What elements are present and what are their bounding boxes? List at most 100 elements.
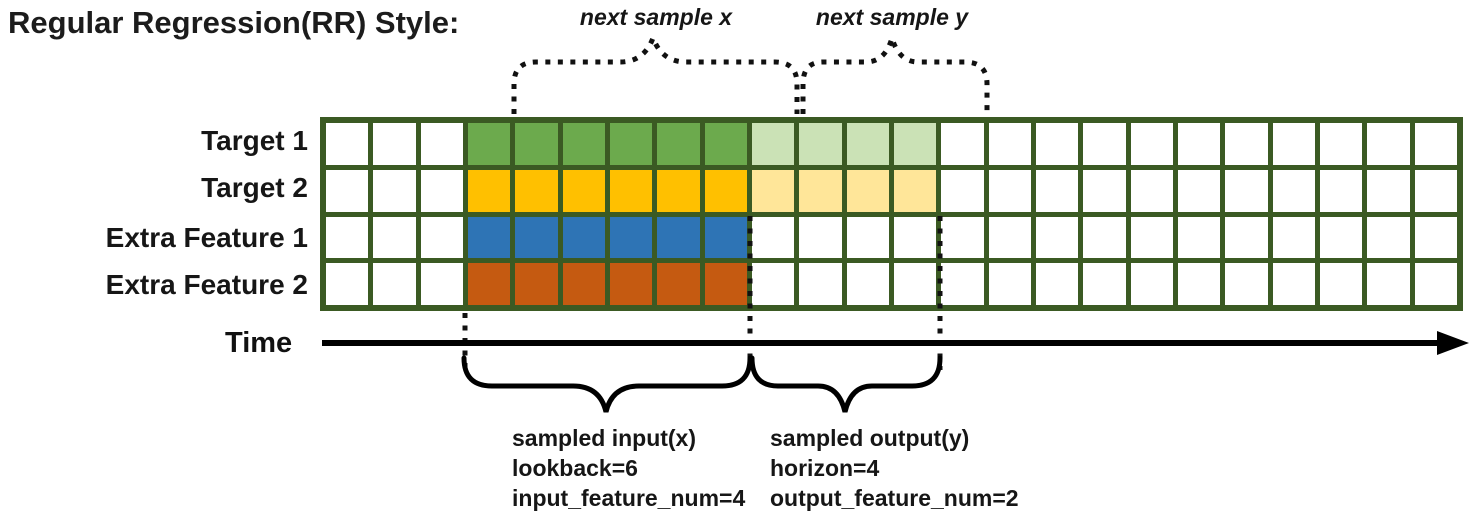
grid-cell [988, 216, 1031, 259]
grid-cell [799, 123, 842, 165]
grid-cell [326, 123, 369, 165]
grid-cell [326, 169, 369, 212]
grid-cell [467, 123, 511, 165]
sampled-input-note: sampled input(x) lookback=6 input_featur… [512, 423, 745, 513]
sampled-output-note: sampled output(y) horizon=4 output_featu… [770, 423, 1019, 513]
grid-cell [609, 263, 653, 305]
grid-cell [846, 123, 889, 165]
row-label-extra-feature-2: Extra Feature 2 [105, 269, 308, 300]
grid-cell [420, 123, 463, 165]
row-label-target-2: Target 2 [201, 172, 308, 203]
grid-cell [846, 216, 889, 259]
next-sample-x-label: next sample x [579, 4, 733, 30]
lookback-note: lookback=6 [512, 455, 638, 481]
next-sample-x-brace [511, 30, 800, 114]
grid-cell [609, 169, 653, 212]
grid-cell [1367, 169, 1410, 212]
grid-cell [751, 169, 795, 212]
grid-cell [1177, 123, 1221, 165]
grid-cell [893, 216, 937, 259]
row-label-extra-feature-1: Extra Feature 1 [105, 222, 308, 253]
grid-cell [1083, 216, 1126, 259]
grid-cell [704, 216, 747, 259]
grid-cell [1319, 216, 1363, 259]
grid-cell [467, 263, 511, 305]
grid-cell [1083, 123, 1126, 165]
row-labels: Target 1 Target 2 Extra Feature 1 Extra … [0, 117, 310, 311]
grid-cell [988, 123, 1031, 165]
grid-cell [941, 123, 984, 165]
grid-cell [1083, 169, 1126, 212]
grid-cell [467, 169, 511, 212]
grid-cell [799, 216, 842, 259]
grid-cell [941, 169, 984, 212]
grid-cell [1035, 263, 1079, 305]
grid-cell [467, 216, 511, 259]
grid-cell [373, 263, 416, 305]
grid-cell [326, 216, 369, 259]
sampled-output-brace [749, 355, 943, 413]
sampled-input-title: sampled input(x) [512, 425, 697, 451]
next-sample-y-brace [800, 29, 990, 114]
grid-cell [1319, 123, 1363, 165]
grid-cell [515, 123, 558, 165]
grid-cell [704, 123, 747, 165]
grid-cell [515, 216, 558, 259]
grid-cell [1414, 263, 1457, 305]
grid-cell [751, 216, 795, 259]
grid-cell [1130, 216, 1173, 259]
grid-cell [420, 169, 463, 212]
grid-cell [846, 169, 889, 212]
sample-grid [320, 117, 1463, 311]
grid-cell [751, 263, 795, 305]
grid-cell [893, 263, 937, 305]
input-feature-num-note: input_feature_num=4 [512, 485, 746, 511]
grid-cell [373, 169, 416, 212]
diagram-title: Regular Regression(RR) Style: [8, 5, 460, 40]
grid-cell [562, 123, 605, 165]
grid-cell [1367, 123, 1410, 165]
grid-cell [1414, 169, 1457, 212]
grid-cell [657, 216, 700, 259]
grid-cell [1035, 216, 1079, 259]
grid-cell [420, 216, 463, 259]
grid-cell [1367, 216, 1410, 259]
horizon-note: horizon=4 [770, 455, 880, 481]
grid-cell [704, 169, 747, 212]
grid-cell [326, 263, 369, 305]
grid-cell [1225, 263, 1268, 305]
grid-cell [1225, 169, 1268, 212]
grid-cell [609, 123, 653, 165]
grid-cell [1272, 216, 1315, 259]
time-axis-arrowhead [1437, 331, 1469, 355]
grid-cell [420, 263, 463, 305]
grid-cell [1177, 169, 1221, 212]
grid-cell [1272, 169, 1315, 212]
row-label-target-1: Target 1 [201, 125, 308, 156]
grid-cell [515, 263, 558, 305]
grid-cell [1272, 123, 1315, 165]
grid-cell [1319, 263, 1363, 305]
grid-cell [1367, 263, 1410, 305]
grid-cell [988, 169, 1031, 212]
grid-cell [1130, 169, 1173, 212]
grid-cell [1225, 123, 1268, 165]
grid-cell [373, 123, 416, 165]
grid-cell [1130, 263, 1173, 305]
grid-cell [373, 216, 416, 259]
time-axis-label: Time [225, 327, 293, 359]
grid-cell [1177, 216, 1221, 259]
grid-cell [893, 169, 937, 212]
grid-cell [704, 263, 747, 305]
grid-cell [751, 123, 795, 165]
grid-cell [657, 123, 700, 165]
grid-cell [562, 263, 605, 305]
grid-cell [609, 216, 653, 259]
next-sample-y-label: next sample y [815, 4, 969, 30]
grid-cell [515, 169, 558, 212]
grid-cell [1319, 169, 1363, 212]
grid-cell [1272, 263, 1315, 305]
grid-cell [893, 123, 937, 165]
grid-cell [799, 169, 842, 212]
